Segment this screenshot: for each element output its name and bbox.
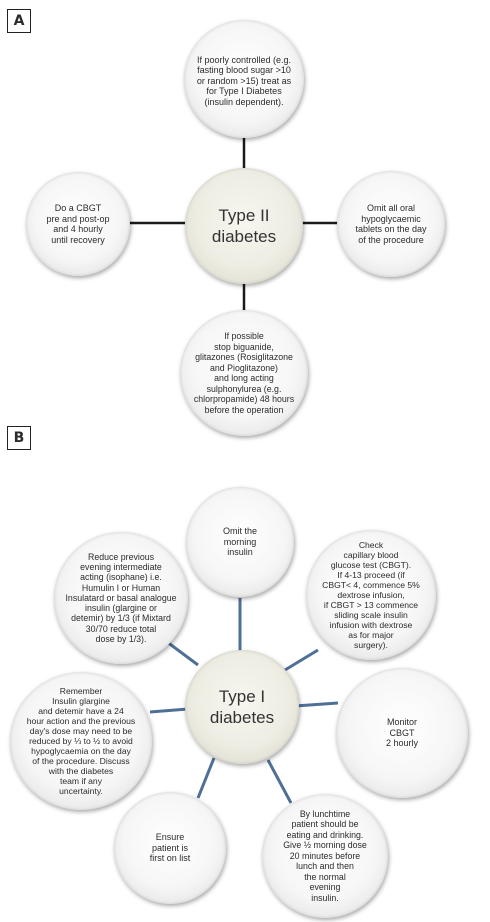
type-i-bottom-left-node: Ensure patient is first on list	[114, 792, 226, 904]
connector-b-right	[294, 701, 339, 708]
type-i-right-node: Monitor CBGT 2 hourly	[336, 668, 468, 798]
type-i-top-left-node: Reduce previous evening intermediate act…	[54, 532, 188, 664]
connector-b-bottom-right	[266, 759, 293, 804]
type-i-left-node: Remember Insulin glargine and detemir ha…	[10, 672, 152, 810]
connector-b-top-right	[284, 648, 319, 672]
type-ii-top-node: If poorly controlled (e.g. fasting blood…	[184, 20, 304, 138]
type-ii-center-node: Type II diabetes	[185, 168, 303, 284]
type-i-center-node: Type I diabetes	[185, 650, 299, 764]
type-i-top-right-node: Check capillary blood glucose test (CBGT…	[306, 530, 436, 660]
panel-b-label: B	[7, 426, 31, 450]
connector-b-left	[149, 707, 189, 714]
type-ii-left-node: Do a CBGT pre and post-op and 4 hourly u…	[26, 172, 130, 276]
panel-a-label: A	[7, 9, 31, 33]
connector-b-bottom-left	[196, 757, 216, 799]
type-ii-right-node: Omit all oral hypoglycaemic tablets on t…	[337, 171, 445, 277]
type-ii-bottom-node: If possible stop biguanide, glitazones (…	[180, 310, 308, 436]
type-i-top-node: Omit the morning insulin	[186, 487, 294, 597]
type-i-bottom-right-node: By lunchtime patient should be eating an…	[262, 794, 388, 918]
